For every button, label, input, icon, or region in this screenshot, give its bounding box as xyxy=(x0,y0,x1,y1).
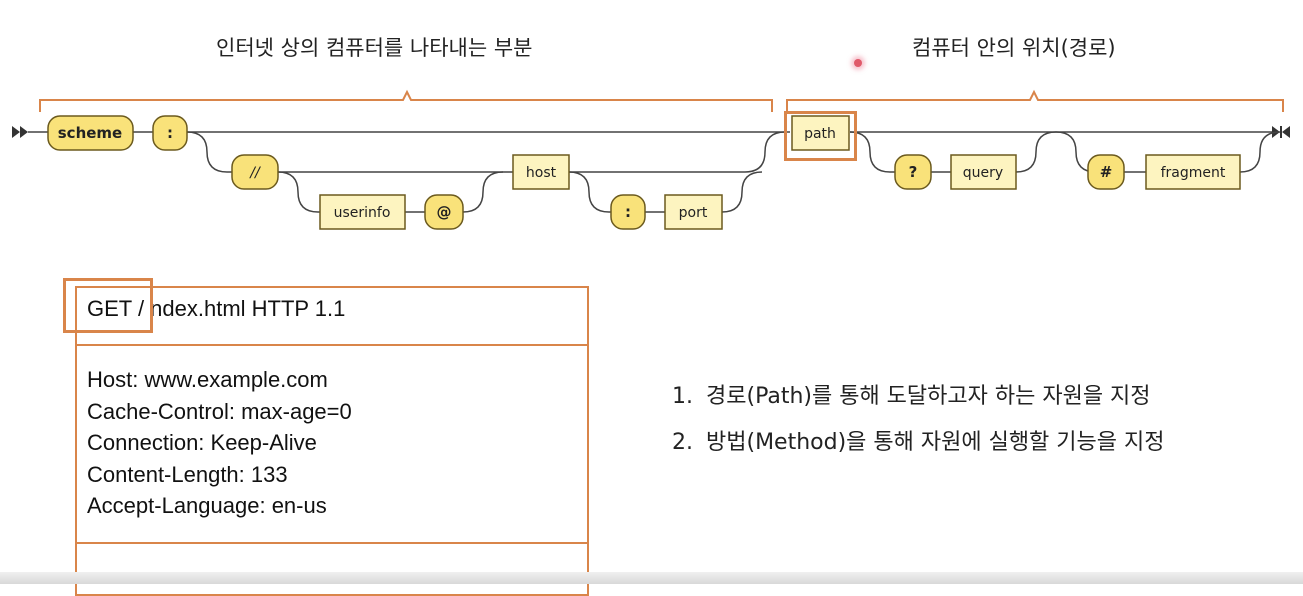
svg-text:host: host xyxy=(526,165,557,181)
location-part-heading: 컴퓨터 안의 위치(경로) xyxy=(912,36,1116,60)
end-arrow-2 xyxy=(1282,126,1290,138)
svg-text:#: # xyxy=(1100,163,1113,181)
svg-text:query: query xyxy=(963,165,1003,181)
node-colon: : xyxy=(152,115,188,151)
header-line: Host: www.example.com xyxy=(87,367,328,392)
note-number: 2. xyxy=(672,430,693,455)
note-number: 1. xyxy=(672,384,693,409)
note-text: 경로(Path)를 통해 도달하고자 하는 자원을 지정 xyxy=(706,384,1151,409)
node-slashes: // xyxy=(231,154,279,190)
svg-text::: : xyxy=(167,124,173,142)
internet-part-heading: 인터넷 상의 컴퓨터를 나타내는 부분 xyxy=(216,36,533,60)
video-progress-bar[interactable] xyxy=(0,572,1303,584)
node-at: @ xyxy=(424,194,464,230)
path-highlight-box xyxy=(784,111,857,161)
start-arrow-2 xyxy=(20,126,28,138)
node-query: query xyxy=(950,154,1017,190)
cursor-dot xyxy=(854,59,862,67)
svg-text:?: ? xyxy=(909,163,918,181)
header-line: Accept-Language: en-us xyxy=(87,493,327,518)
svg-text:userinfo: userinfo xyxy=(334,205,391,221)
svg-text::: : xyxy=(625,203,631,221)
start-arrow-1 xyxy=(12,126,20,138)
svg-text:fragment: fragment xyxy=(1161,165,1226,181)
note-item: 2. 방법(Method)을 통해 자원에 실행할 기능을 지정 xyxy=(672,424,1164,470)
node-userinfo: userinfo xyxy=(319,194,406,230)
svg-text:@: @ xyxy=(437,203,452,221)
location-bracket xyxy=(786,89,1284,112)
node-port-colon: : xyxy=(610,194,646,230)
node-port: port xyxy=(664,194,723,230)
request-line: GET / ndex.html HTTP 1.1 xyxy=(87,296,346,321)
svg-text:path: path xyxy=(804,126,836,142)
internet-bracket xyxy=(39,89,773,112)
header-line: Cache-Control: max-age=0 xyxy=(87,398,352,424)
node-hash: # xyxy=(1087,154,1125,190)
svg-text:scheme: scheme xyxy=(58,124,122,142)
request-divider xyxy=(77,344,587,346)
note-text: 방법(Method)을 통해 자원에 실행할 기능을 지정 xyxy=(706,430,1165,455)
node-scheme: scheme xyxy=(47,115,134,151)
body-divider xyxy=(77,542,587,544)
node-fragment: fragment xyxy=(1145,154,1241,190)
node-path: path xyxy=(791,115,850,151)
url-syntax-diagram: scheme : // @ : ? # userinfo host port p… xyxy=(12,89,1290,230)
get-highlight-box xyxy=(63,278,153,333)
node-question: ? xyxy=(894,154,932,190)
note-item: 1. 경로(Path)를 통해 도달하고자 하는 자원을 지정 xyxy=(672,378,1164,424)
notes-list: 1. 경로(Path)를 통해 도달하고자 하는 자원을 지정 2. 방법(Meth… xyxy=(672,378,1164,470)
node-host: host xyxy=(512,154,570,190)
diagram-lines xyxy=(28,131,1281,213)
header-line: Connection: Keep-Alive xyxy=(87,430,317,455)
svg-text://: // xyxy=(248,165,261,181)
svg-text:port: port xyxy=(679,205,708,221)
request-headers: Host: www.example.com Cache-Control: max… xyxy=(87,364,352,522)
header-line: Content-Length: 133 xyxy=(87,461,288,487)
